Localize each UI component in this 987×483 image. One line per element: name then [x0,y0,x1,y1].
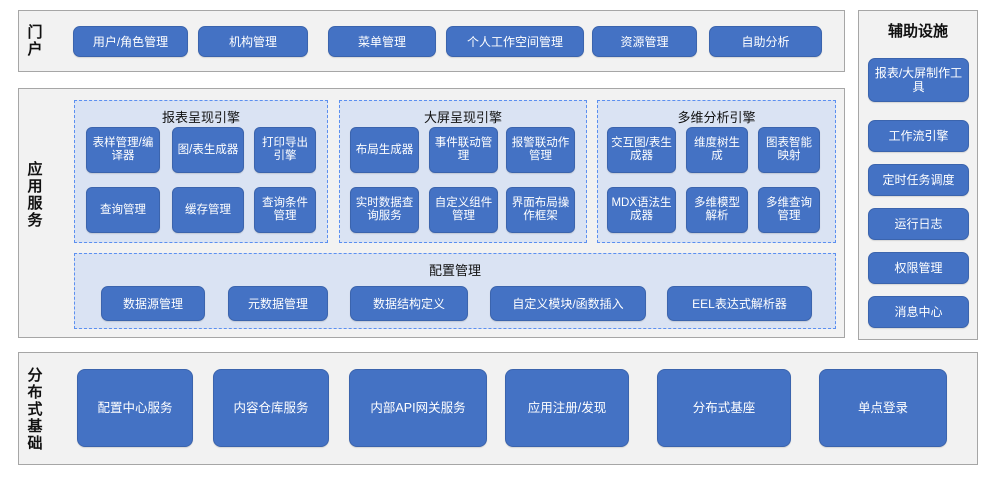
config-item-custom-module-function-insert[interactable]: 自定义模块/函数插入 [490,286,646,321]
report-rendering-engine-title: 报表呈现引擎 [161,110,240,125]
distributed-item-internal-api-gateway-service[interactable]: 内部API网关服务 [349,369,487,447]
portal-item-resource-management[interactable]: 资源管理 [592,26,697,57]
distributed-base-section-label-text: 分布式基础 [27,366,43,452]
olap-item-mdx-syntax-generator[interactable]: MDX语法生成器 [607,187,676,233]
multidimensional-analysis-engine-title: 多维分析引擎 [677,110,756,125]
distributed-item-app-registration-discovery[interactable]: 应用注册/发现 [505,369,629,447]
large-screen-item-event-linkage-management[interactable]: 事件联动管理 [429,127,498,173]
aux-item-message-center[interactable]: 消息中心 [868,296,969,328]
application-services-section-label: 应用服务 [22,150,48,240]
olap-item-multidimensional-model-parsing[interactable]: 多维模型解析 [686,187,748,233]
configuration-management-title: 配置管理 [428,263,481,278]
olap-item-multidimensional-query-management[interactable]: 多维查询管理 [758,187,820,233]
distributed-item-content-repository-service[interactable]: 内容仓库服务 [213,369,329,447]
large-screen-item-layout-generator[interactable]: 布局生成器 [350,127,419,173]
report-engine-item-cache-management[interactable]: 缓存管理 [172,187,244,233]
portal-section-label-text: 门户 [27,24,43,58]
aux-item-runtime-log[interactable]: 运行日志 [868,208,969,240]
aux-item-report-dashboard-authoring-tool[interactable]: 报表/大屏制作工具 [868,58,969,102]
distributed-item-config-center-service[interactable]: 配置中心服务 [77,369,193,447]
config-item-data-structure-definition[interactable]: 数据结构定义 [350,286,468,321]
report-engine-item-chart-table-generator[interactable]: 图/表生成器 [172,127,244,173]
portal-item-menu-management[interactable]: 菜单管理 [328,26,436,57]
portal-item-personal-workspace-management[interactable]: 个人工作空间管理 [446,26,584,57]
portal-item-self-service-analysis[interactable]: 自助分析 [709,26,822,57]
report-engine-item-query-condition-management[interactable]: 查询条件管理 [254,187,316,233]
distributed-base-section-label: 分布式基础 [22,363,48,455]
config-item-datasource-management[interactable]: 数据源管理 [101,286,205,321]
report-engine-item-query-management[interactable]: 查询管理 [86,187,160,233]
application-services-section-label-text: 应用服务 [27,161,43,229]
distributed-item-distributed-base[interactable]: 分布式基座 [657,369,791,447]
olap-item-interactive-chart-table-generator[interactable]: 交互图/表生成器 [607,127,676,173]
aux-item-scheduled-task-scheduling[interactable]: 定时任务调度 [868,164,969,196]
olap-item-chart-intelligent-mapping[interactable]: 图表智能映射 [758,127,820,173]
aux-item-workflow-engine[interactable]: 工作流引擎 [868,120,969,152]
portal-section-label: 门户 [22,18,48,64]
report-engine-item-template-management-compiler[interactable]: 表样管理/编译器 [86,127,160,173]
config-item-metadata-management[interactable]: 元数据管理 [228,286,328,321]
distributed-item-single-sign-on[interactable]: 单点登录 [819,369,947,447]
config-item-eel-expression-parser[interactable]: EEL表达式解析器 [667,286,812,321]
large-screen-rendering-engine-title: 大屏呈现引擎 [423,110,502,125]
portal-item-user-role-management[interactable]: 用户/角色管理 [73,26,188,57]
olap-item-dimension-tree-generation[interactable]: 维度树生成 [686,127,748,173]
portal-item-org-management[interactable]: 机构管理 [198,26,308,57]
large-screen-item-custom-component-management[interactable]: 自定义组件管理 [429,187,498,233]
aux-item-permission-management[interactable]: 权限管理 [868,252,969,284]
large-screen-item-ui-layout-operation-framework[interactable]: 界面布局操作框架 [506,187,575,233]
auxiliary-facilities-title: 辅助设施 [887,23,948,40]
report-engine-item-print-export-engine[interactable]: 打印导出引擎 [254,127,316,173]
large-screen-item-realtime-data-query-service[interactable]: 实时数据查询服务 [350,187,419,233]
large-screen-item-alarm-linkage-action-management[interactable]: 报警联动作管理 [506,127,575,173]
